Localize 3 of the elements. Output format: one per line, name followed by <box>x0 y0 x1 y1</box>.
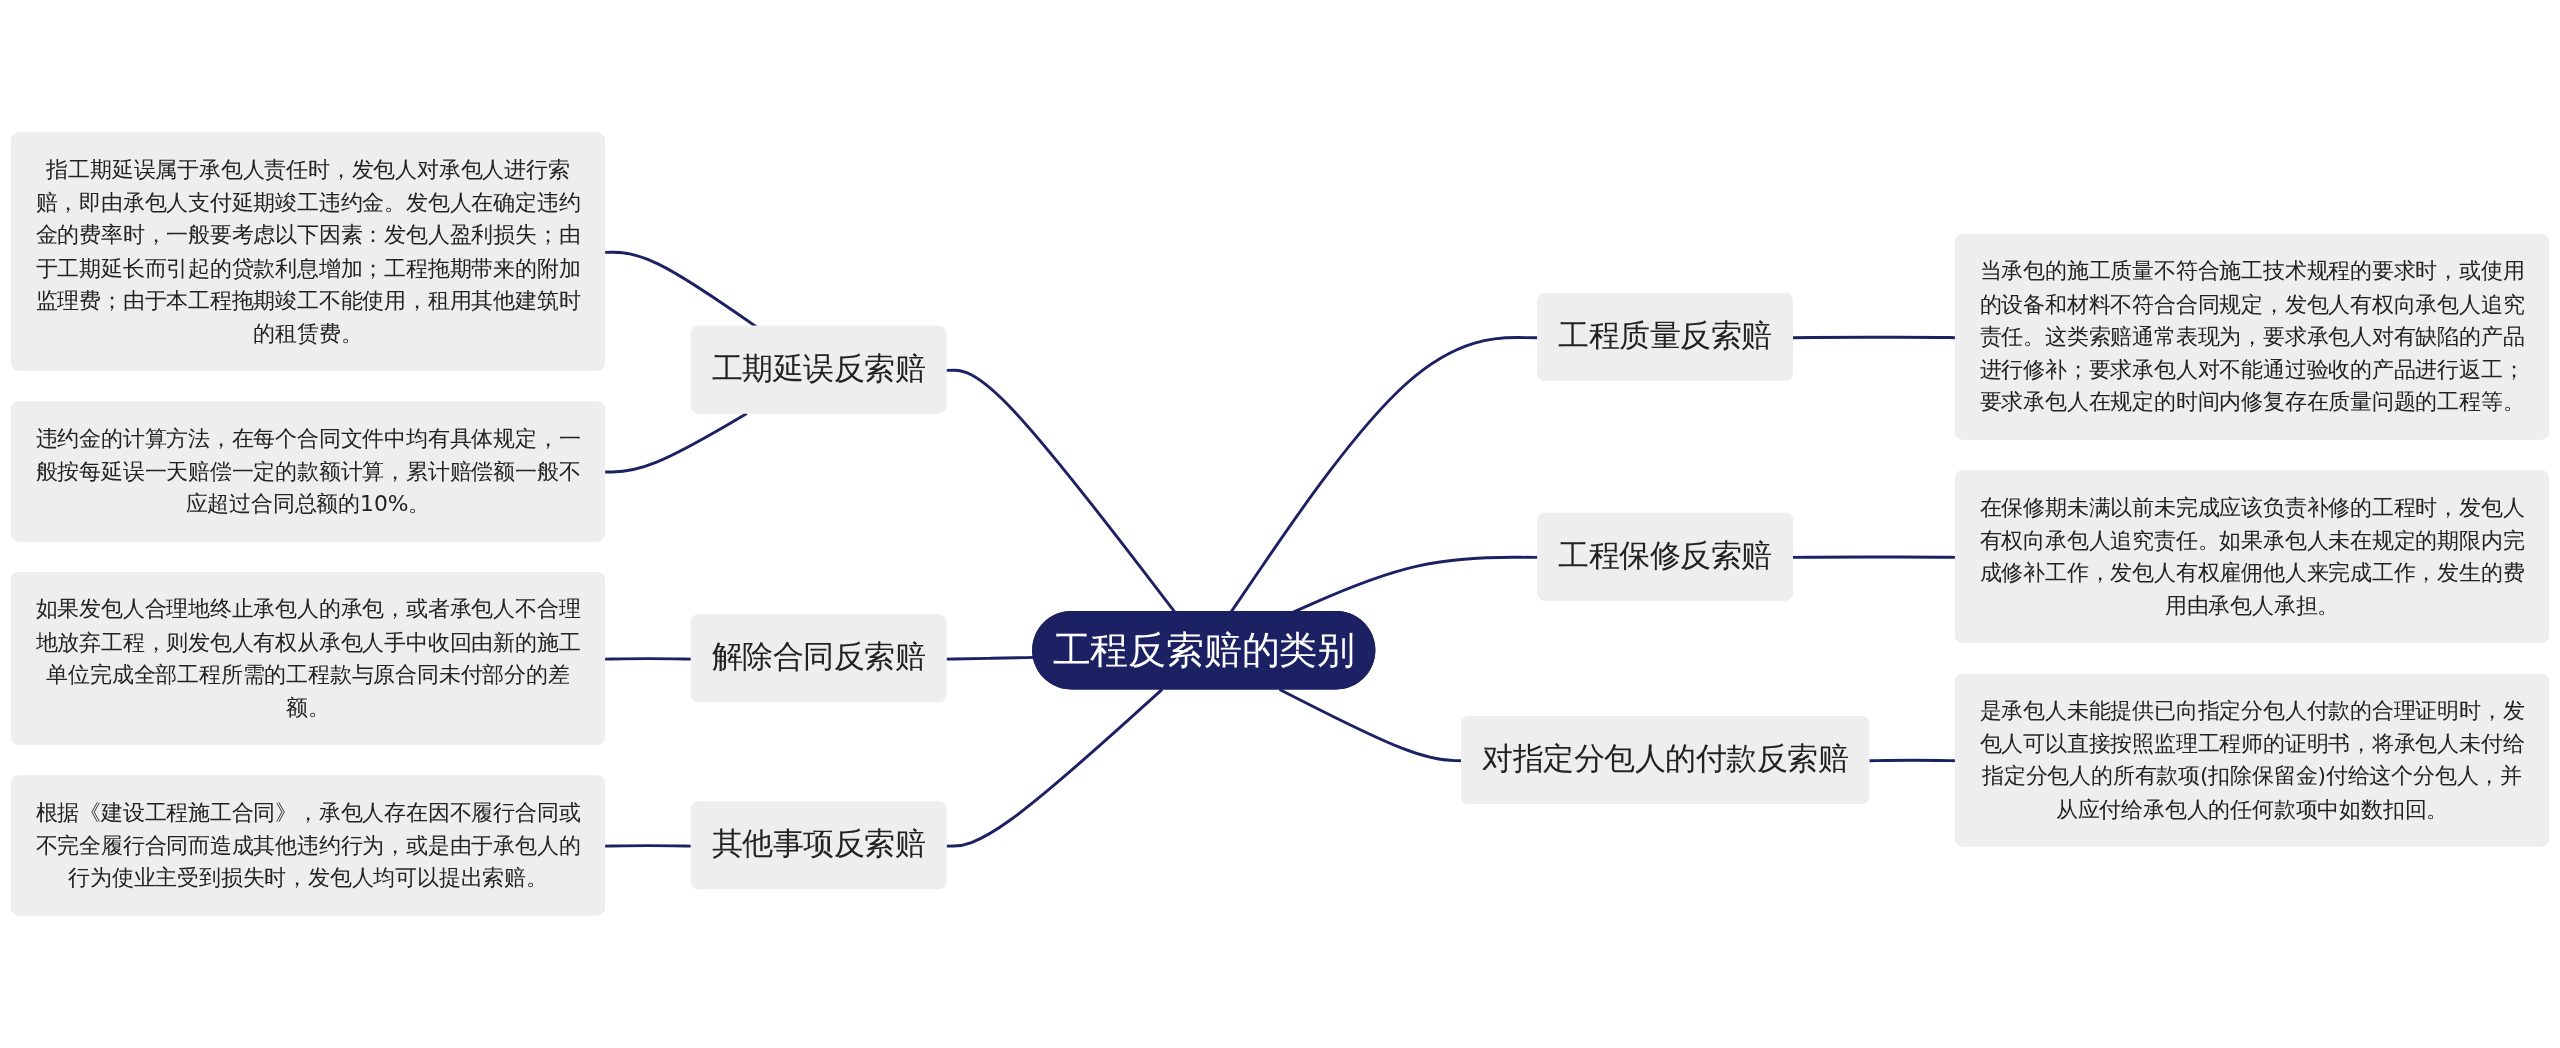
connector <box>946 688 1164 848</box>
connector <box>605 412 748 474</box>
connector <box>946 655 1035 661</box>
